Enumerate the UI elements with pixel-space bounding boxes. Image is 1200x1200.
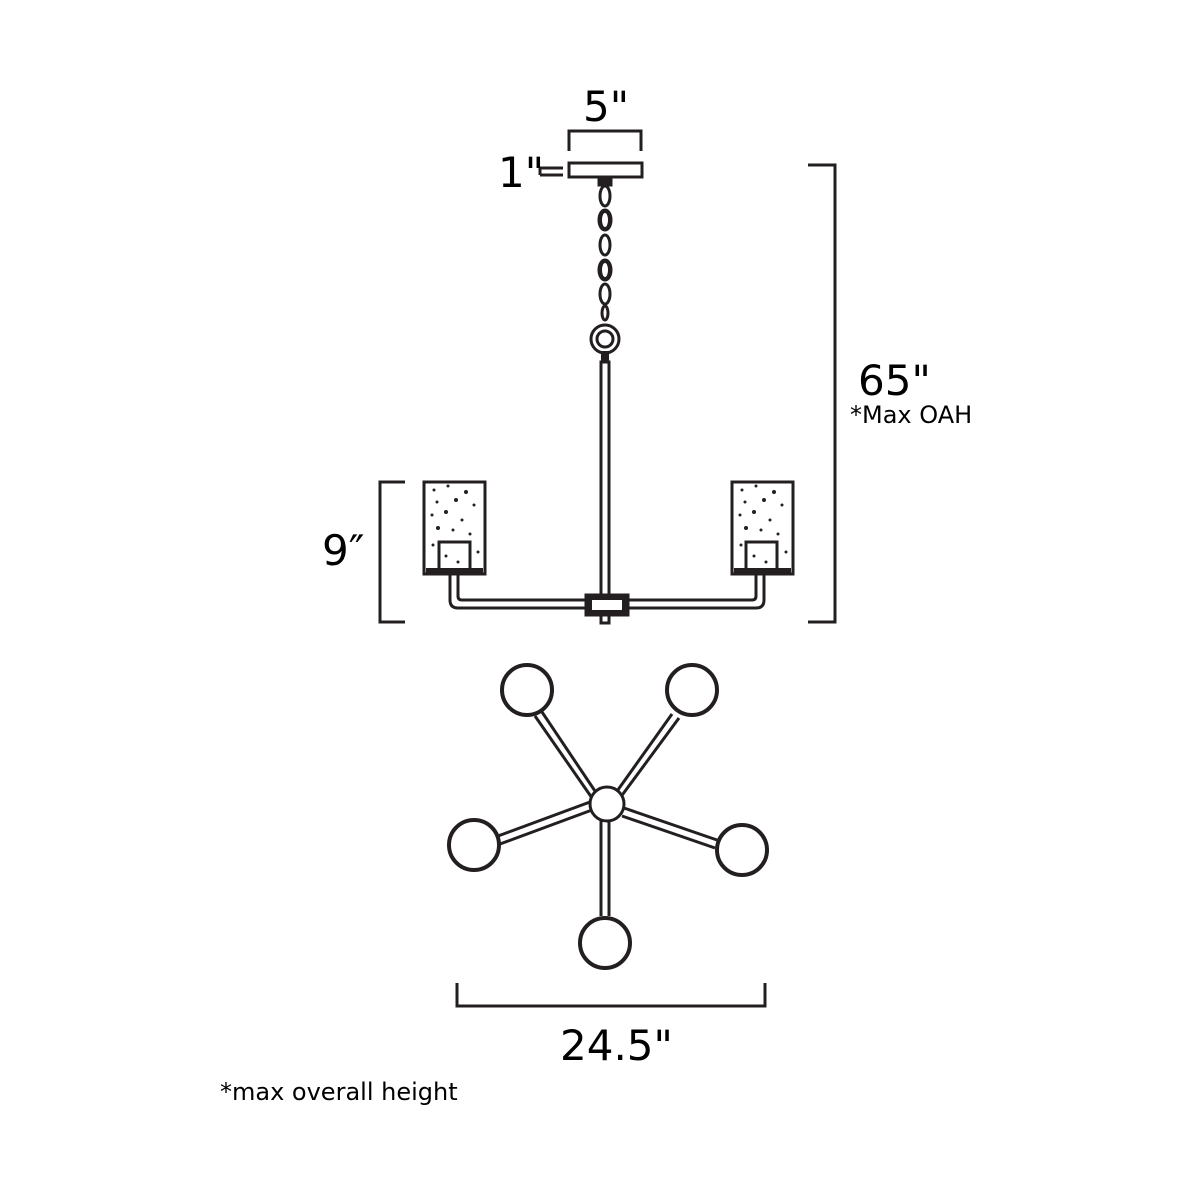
shade-height-label: 9″	[322, 526, 364, 575]
top-view-hub	[588, 785, 626, 823]
canopy-width-bracket	[567, 129, 643, 151]
top-view-shade-right	[715, 823, 769, 877]
fixture-width-bracket	[455, 983, 767, 1008]
footnote: *max overall height	[220, 1078, 458, 1106]
top-view-shade-bottom	[578, 916, 632, 970]
top-view-shade-top-right	[665, 663, 719, 717]
top-view-shades	[447, 663, 769, 970]
canopy-width-label: 5"	[583, 82, 629, 131]
shade-height-bracket	[378, 480, 405, 624]
canopy-height-marker	[538, 166, 563, 177]
overall-height-label: 65"	[858, 356, 931, 405]
stem	[599, 360, 611, 600]
center-hub	[584, 593, 630, 625]
canopy	[567, 161, 644, 179]
top-view-shade-left	[447, 818, 501, 872]
right-shade	[730, 480, 795, 576]
left-shade	[422, 480, 487, 576]
chain	[589, 175, 621, 363]
side-arms	[448, 574, 766, 610]
top-view-shade-top-left	[500, 663, 554, 717]
canopy-height-label: 1"	[498, 148, 544, 197]
fixture-width-label: 24.5"	[560, 1021, 673, 1070]
overall-height-bracket	[808, 163, 837, 624]
top-view-arms	[497, 711, 718, 916]
overall-height-note: *Max OAH	[850, 401, 972, 429]
